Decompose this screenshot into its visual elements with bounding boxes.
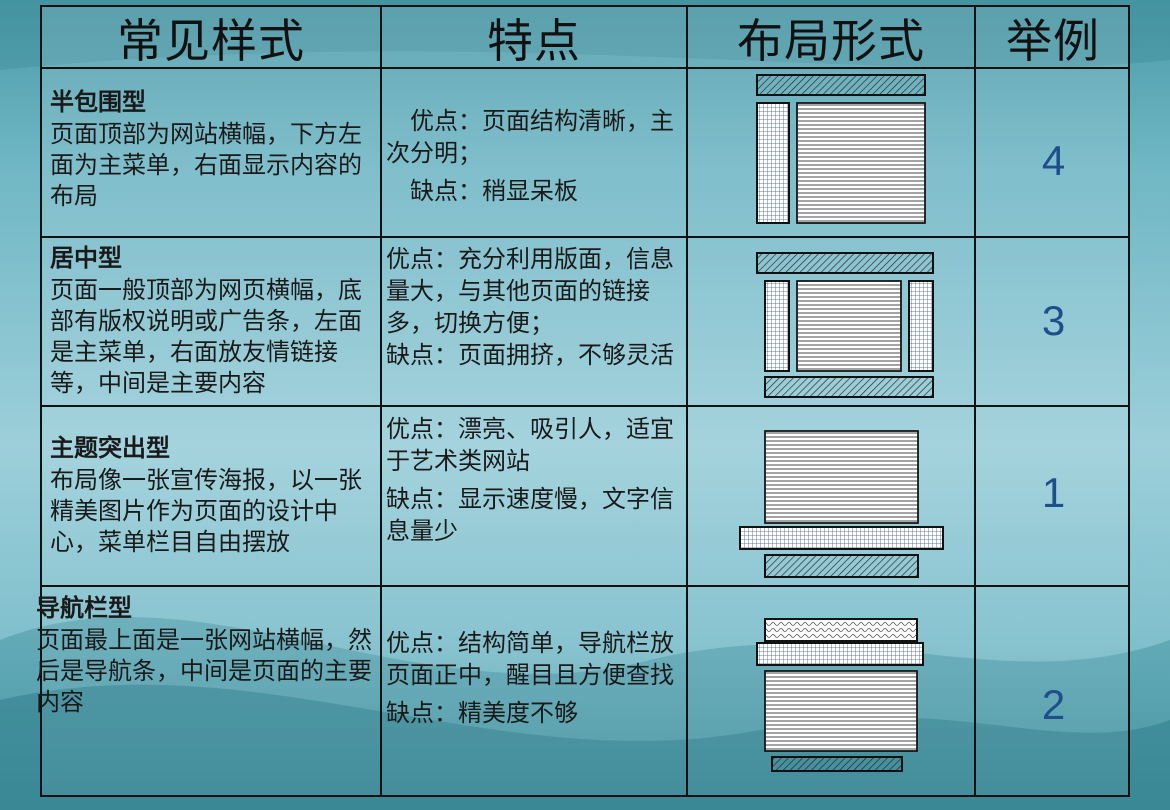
style-description: 页面最上面是一张网站横幅，然后是导航条，中间是页面的主要内容 [36, 626, 372, 716]
table-row-1-style: 半包围型 页面顶部为网站横幅，下方左面为主菜单，右面显示内容的布局 [50, 87, 376, 212]
header-example: 举例 [1006, 14, 1100, 68]
column-divider [974, 7, 976, 795]
pros-text: 优点：漂亮、吸引人，适宜于艺术类网站 [386, 415, 674, 475]
column-divider [380, 7, 382, 795]
header-style: 常见样式 [117, 14, 305, 68]
cons-text: 缺点：精美度不够 [386, 699, 578, 727]
row-divider [42, 585, 1128, 587]
example-number: 4 [1041, 137, 1066, 184]
table-row-3-features: 优点：漂亮、吸引人，适宜于艺术类网站 缺点：显示速度慢，文字信息量少 [386, 413, 686, 547]
pros-text: 优点：结构简单，导航栏放页面正中，醒目且方便查找 [386, 629, 674, 689]
style-name: 居中型 [50, 244, 122, 272]
column-divider [686, 7, 688, 795]
style-description: 布局像一张宣传海报，以一张精美图片作为页面的设计中心，菜单栏目自由摆放 [50, 466, 362, 556]
style-description: 页面顶部为网站横幅，下方左面为主菜单，右面显示内容的布局 [50, 120, 362, 210]
row-divider [42, 236, 1128, 238]
example-number: 1 [1041, 469, 1066, 516]
style-description: 页面一般顶部为网页横幅，底部有版权说明或广告条，左面是主菜单，右面放友情链接等，… [50, 276, 362, 397]
row-divider [42, 405, 1128, 407]
style-name: 主题突出型 [50, 434, 170, 462]
table-row-1-features: 优点：页面结构清晰，主次分明； 缺点：稍显呆板 [386, 105, 684, 207]
table-row-4-features: 优点：结构简单，导航栏放页面正中，醒目且方便查找 缺点：精美度不够 [386, 627, 686, 729]
header-features: 特点 [487, 14, 581, 68]
table-row-2-features: 优点：充分利用版面，信息量大，与其他页面的链接多，切换方便； 缺点：页面拥挤，不… [386, 243, 686, 371]
example-number: 2 [1041, 681, 1066, 728]
header-layout: 布局形式 [737, 14, 925, 68]
cons-text: 缺点：页面拥挤，不够灵活 [386, 341, 674, 369]
style-name: 半包围型 [50, 88, 146, 116]
example-number: 3 [1041, 297, 1066, 344]
centered-layout-icon [756, 252, 934, 398]
navbar-layout-icon [756, 618, 924, 772]
row-divider [42, 67, 1128, 69]
table-row-2-style: 居中型 页面一般顶部为网页横幅，底部有版权说明或广告条，左面是主菜单，右面放友情… [50, 243, 380, 399]
table-row-4-style: 导航栏型 页面最上面是一张网站横幅，然后是导航条，中间是页面的主要内容 [36, 593, 380, 718]
cons-text: 缺点：稍显呆板 [386, 177, 578, 205]
theme-highlight-layout-icon [739, 430, 944, 578]
half-surround-layout-icon [756, 74, 926, 224]
comparison-table: 常见样式 特点 布局形式 举例 半包围型 页面顶部为网站横幅，下方左面为主菜单，… [36, 5, 1130, 797]
pros-text: 优点：充分利用版面，信息量大，与其他页面的链接多，切换方便； [386, 245, 674, 337]
style-name: 导航栏型 [36, 594, 132, 622]
table-row-3-style: 主题突出型 布局像一张宣传海报，以一张精美图片作为页面的设计中心，菜单栏目自由摆… [50, 433, 380, 558]
pros-text: 优点：页面结构清晰，主次分明； [386, 107, 674, 167]
cons-text: 缺点：显示速度慢，文字信息量少 [386, 485, 674, 545]
